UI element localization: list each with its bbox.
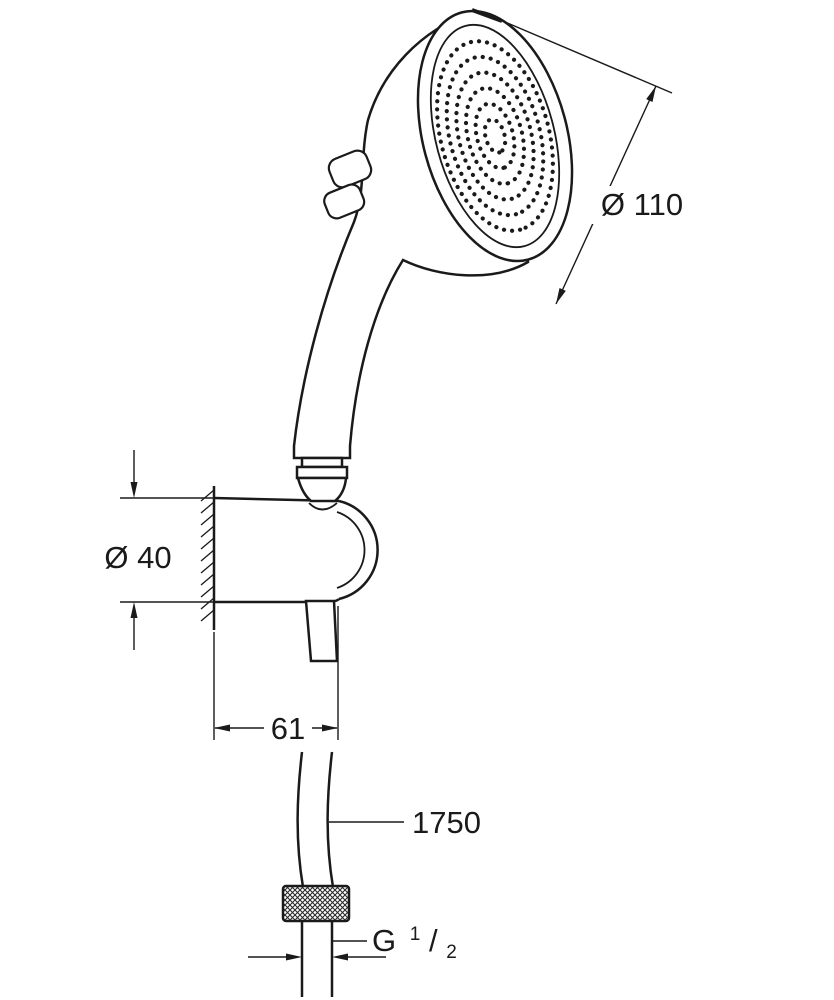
- dimension-hose-length: 1750: [329, 805, 481, 840]
- extension-line: [213, 606, 339, 740]
- wall-holder: [200, 456, 379, 663]
- thread-size-label: G 1 / 2: [372, 912, 457, 963]
- connector-neck: [300, 456, 344, 469]
- head-diameter-label: Ø 110: [601, 187, 683, 222]
- spray-lever-icon: [327, 149, 373, 189]
- dimension-wall-offset: 61: [213, 606, 339, 746]
- label-mask: [577, 186, 709, 224]
- shower-hose: [281, 751, 351, 997]
- thread-prefix: G: [372, 923, 396, 958]
- hose-length-label: 1750: [412, 805, 481, 840]
- extension-line: [504, 21, 673, 94]
- arrowhead-icon: [646, 86, 656, 102]
- holder-cradle-dish: [308, 502, 338, 511]
- wall-hatching: [200, 489, 215, 622]
- dimension-thread-size: G 1 / 2: [248, 912, 457, 963]
- arrowhead-icon: [332, 953, 348, 961]
- thread-denominator: 2: [446, 942, 457, 963]
- arrowhead-icon: [130, 482, 138, 498]
- rim-apex-edge: [471, 8, 503, 23]
- arrowhead-icon: [214, 724, 230, 732]
- holder-nose-inner: [336, 511, 366, 589]
- thread-numerator: 1: [410, 924, 421, 945]
- arrowhead-icon: [556, 288, 566, 304]
- hose-end-pipe: [300, 921, 334, 997]
- connector-cone: [296, 476, 348, 503]
- dimension-head-diameter: Ø 110: [504, 21, 709, 305]
- dimension-holder-diameter: Ø 40: [104, 450, 214, 650]
- arrowhead-icon: [322, 724, 338, 732]
- hand-shower: [292, 8, 574, 460]
- arrowhead-icon: [130, 602, 138, 618]
- hose-segment: [296, 751, 335, 888]
- thread-slash: /: [429, 923, 438, 958]
- holder-diameter-label: Ø 40: [104, 540, 171, 575]
- hose-nut: [281, 884, 351, 923]
- holder-outlet-tube: [304, 599, 339, 663]
- holder-nose-outer: [338, 499, 379, 601]
- spray-face-inner-rim: [429, 23, 561, 249]
- spray-nozzles: [435, 39, 555, 233]
- extension-line: [120, 497, 214, 603]
- wall-offset-label: 61: [271, 711, 305, 746]
- spray-lever-icon: [323, 183, 366, 220]
- arrowhead-icon: [286, 953, 302, 961]
- connector-flare: [295, 465, 349, 480]
